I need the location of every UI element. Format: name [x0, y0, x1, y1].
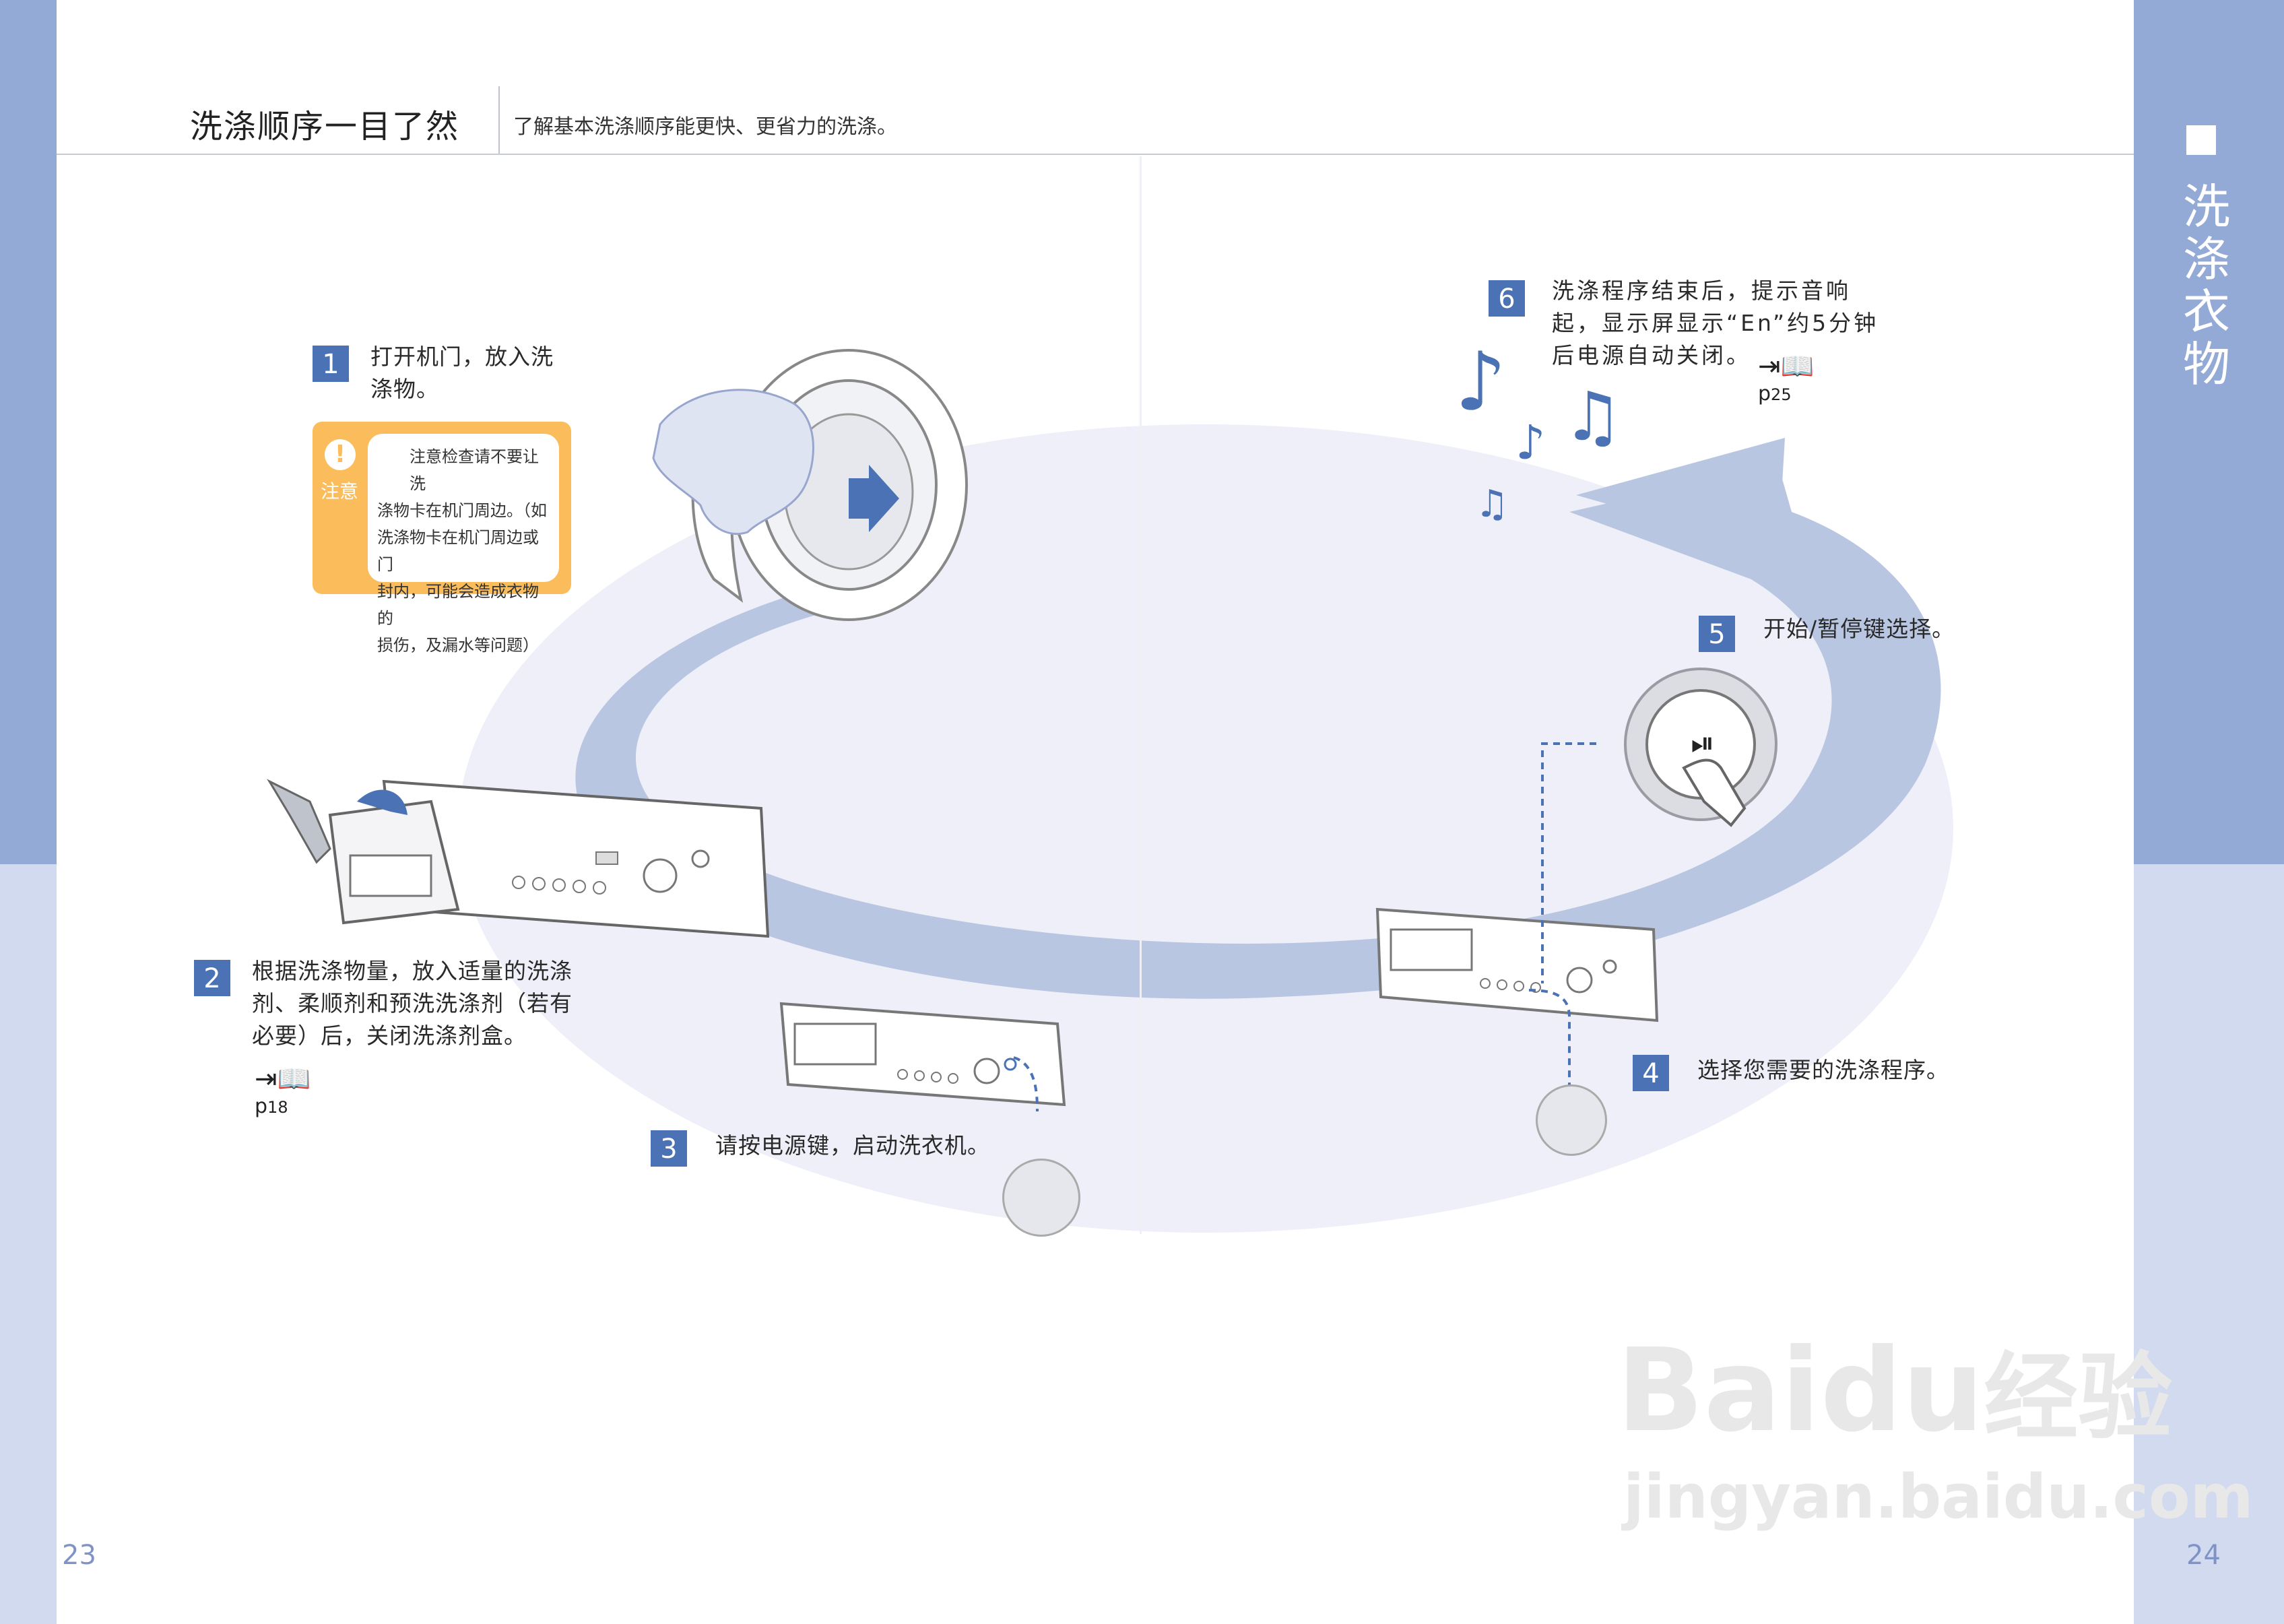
center-fold — [1140, 156, 1142, 1234]
step-4-badge: 4 — [1633, 1055, 1669, 1091]
page-subtitle: 了解基本洗涤顺序能更快、更省力的洗涤。 — [513, 115, 897, 139]
page-reference-18: ⇥📖 p18 — [255, 1064, 311, 1118]
side-tab-title: 洗涤衣物 — [2183, 179, 2230, 392]
swirl-arrow-head — [1576, 438, 1785, 552]
caution-box: ! 注意 注意检查请不要让洗 涤物卡在机门周边。（如 洗涤物卡在机门周边或门 封… — [313, 422, 571, 655]
watermark-logo: Baidu经验 — [1617, 1324, 2173, 1458]
step-2-badge: 2 — [194, 960, 230, 996]
caution-label: 注意 — [321, 480, 359, 502]
play-pause-icon: ⏯ — [1691, 726, 1715, 760]
swirl-arrow — [575, 465, 1941, 999]
leader-lines — [1529, 742, 1596, 1111]
left-band-bottom — [0, 864, 57, 1624]
control-panel-step3 — [779, 1002, 1066, 1111]
control-panel-step4 — [1375, 907, 1659, 1022]
book-reference-icon: ⇥📖 — [255, 1064, 311, 1095]
pointing-hand-icon — [1002, 1159, 1080, 1237]
right-band-bottom — [2134, 864, 2284, 1624]
left-band-top — [0, 0, 57, 864]
header-divider — [498, 86, 500, 154]
music-note-icon: ♪ — [1455, 335, 1507, 429]
caution-icon: ! — [325, 439, 356, 470]
detergent-drawer-illustration — [267, 779, 770, 938]
step-5-badge: 5 — [1699, 616, 1735, 652]
page-number-right: 24 — [2186, 1540, 2221, 1571]
step-2-text: 根据洗涤物量，放入适量的洗涤 剂、柔顺剂和预洗洗涤剂（若有 必要）后，关闭洗涤剂… — [252, 958, 573, 1049]
music-note-icon: ♪ — [1515, 415, 1546, 470]
step-5-text: 开始/暂停键选择。 — [1763, 616, 1955, 642]
step-3-badge: 3 — [651, 1130, 687, 1167]
step-4-text: 选择您需要的洗涤程序。 — [1697, 1057, 1949, 1083]
page-title: 洗涤顺序一目了然 — [190, 108, 460, 145]
step-6-badge: 6 — [1489, 280, 1525, 317]
book-reference-icon: ⇥📖 — [1758, 351, 1815, 382]
music-note-icon: ♫ — [1475, 482, 1509, 526]
music-note-icon: ♫ — [1563, 377, 1623, 456]
page-reference-25: ⇥📖 p25 — [1758, 351, 1815, 405]
start-pause-button-illustration — [1624, 668, 1777, 827]
header-rule — [57, 154, 2134, 155]
page-number-left: 23 — [62, 1540, 96, 1571]
step-1-text: 打开机门，放入洗 涤物。 — [370, 344, 554, 402]
step-6-text: 洗涤程序结束后，提示音响 起，显示屏显示“En”约5分钟 后电源自动关闭。 — [1552, 278, 1879, 368]
caution-text: 注意检查请不要让洗 涤物卡在机门周边。（如 洗涤物卡在机门周边或门 封内，可能会… — [368, 434, 559, 655]
step-3-text: 请按电源键，启动洗衣机。 — [715, 1132, 990, 1159]
pointing-hand-icon — [1536, 1084, 1607, 1156]
washer-door-illustration — [652, 349, 968, 621]
watermark-url: jingyan.baidu.com — [1623, 1462, 2254, 1532]
side-tab-marker — [2186, 125, 2216, 155]
step-1-badge: 1 — [313, 346, 349, 382]
